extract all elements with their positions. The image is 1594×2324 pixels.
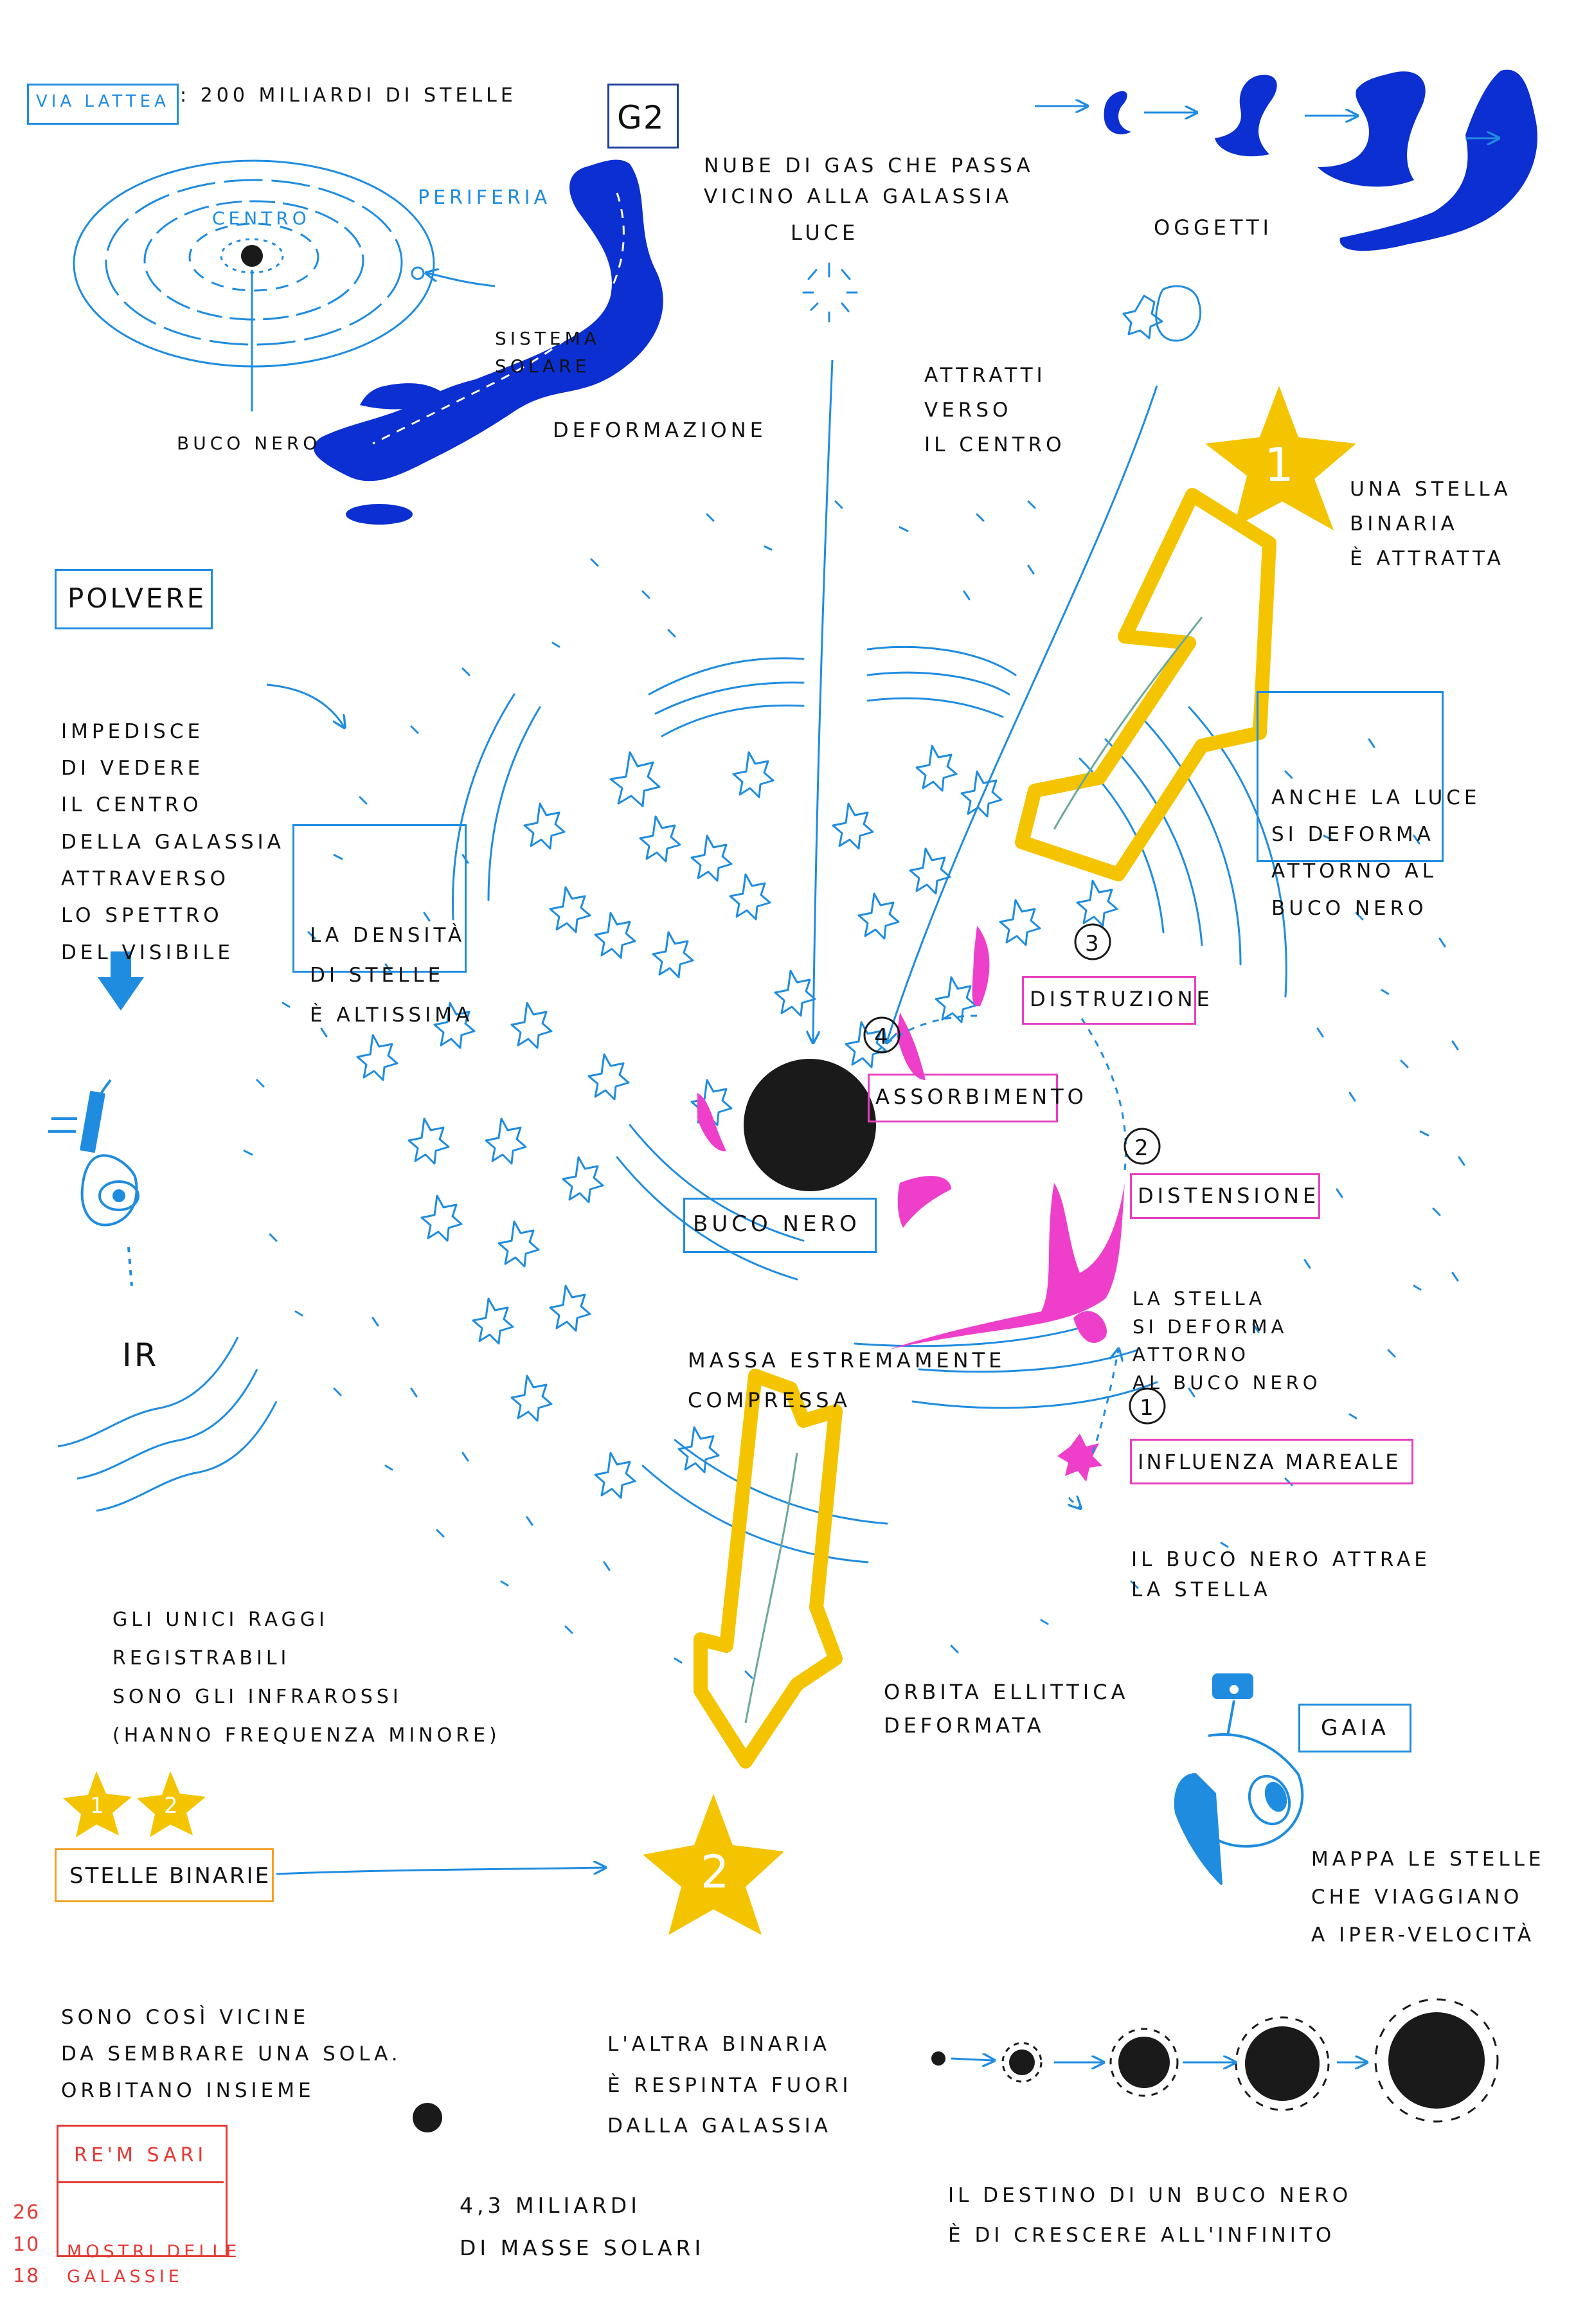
via-lattea-label: VIA LATTEA xyxy=(36,92,170,111)
ir-waves xyxy=(57,1337,278,1512)
dust-arrow xyxy=(266,683,344,726)
oggetti-label: OGGETTI xyxy=(1154,215,1273,240)
light-ray-path xyxy=(813,359,834,1041)
ir-label: IR xyxy=(122,1337,159,1374)
distruzione-label: DISTRUZIONE xyxy=(1030,987,1213,1011)
gaia-label: GAIA xyxy=(1321,1715,1390,1741)
black-hole xyxy=(744,1059,876,1191)
objects-blob-icon xyxy=(1155,285,1202,342)
star-a-number: 1 xyxy=(90,1793,104,1819)
centro-label: CENTRO xyxy=(212,208,310,229)
down-arrow-icon xyxy=(98,951,144,1011)
objects-path xyxy=(887,385,1158,1041)
step-one: 1 xyxy=(1140,1395,1154,1421)
assorbimento-label: ASSORBIMENTO xyxy=(875,1085,1088,1109)
periferia-label: PERIFERIA xyxy=(418,186,551,209)
star-path-dashed xyxy=(873,1014,1127,1508)
g2-gas-cloud xyxy=(1104,69,1537,251)
star-one-number: 1 xyxy=(1264,438,1294,492)
binary-star-pair xyxy=(63,1771,206,1837)
black-hole-growth xyxy=(931,1998,1499,2123)
star-fragments xyxy=(697,926,1125,1482)
yellow-lightning-arrow-bottom xyxy=(694,1369,843,1769)
step-four: 4 xyxy=(874,1024,888,1050)
signature-divider xyxy=(57,2181,224,2183)
dense-star-cluster xyxy=(356,294,1163,1499)
gaia-satellite xyxy=(1174,1673,1304,1885)
binary-star-one xyxy=(1205,386,1356,530)
telescope-ir xyxy=(48,1079,139,1286)
buco-nero-small-label: BUCO NERO xyxy=(177,433,321,454)
g2-box xyxy=(607,84,679,149)
via-lattea-box xyxy=(27,84,179,125)
polvere-box xyxy=(55,569,213,629)
binary-star-two-expelled xyxy=(643,1794,784,1935)
stelle-binarie-box xyxy=(55,1848,274,1902)
star-b-number: 2 xyxy=(164,1793,178,1819)
distruzione-box xyxy=(1022,976,1196,1025)
light-source-icon xyxy=(802,262,858,323)
yellow-lightning-arrow-top xyxy=(1015,488,1276,881)
galaxy-deformation-blob xyxy=(313,159,663,525)
step-two: 2 xyxy=(1134,1135,1149,1161)
binary-arrow xyxy=(276,1868,604,1875)
gaia-box xyxy=(1298,1704,1411,1752)
via-lattea-text: : 200 MILIARDI DI STELLE xyxy=(180,84,517,107)
polvere-title: POLVERE xyxy=(67,582,207,614)
star-two-number: 2 xyxy=(701,1846,730,1898)
deformazione-label: DEFORMAZIONE xyxy=(553,418,767,442)
luce-label: LUCE xyxy=(791,221,859,245)
assorbimento-box xyxy=(868,1074,1058,1122)
solar-mass-dot xyxy=(413,2103,442,2132)
buco-nero-label: BUCO NERO xyxy=(693,1211,861,1237)
influenza-label: INFLUENZA MAREALE xyxy=(1138,1450,1401,1474)
milky-way-sketch xyxy=(73,159,496,411)
buco-nero-box xyxy=(683,1198,877,1253)
densita-box xyxy=(292,824,467,973)
luce-deforma-box xyxy=(1257,691,1444,862)
stelle-binarie-label: STELLE BINARIE xyxy=(69,1863,271,1889)
step-circles xyxy=(863,923,1166,1425)
distensione-label: DISTENSIONE xyxy=(1138,1184,1320,1208)
step-three: 3 xyxy=(1085,931,1099,957)
signature-author: RE'M SARI xyxy=(74,2144,208,2166)
influenza-box xyxy=(1130,1439,1413,1484)
solar-system-dot xyxy=(411,266,425,280)
galaxy-center-black-hole xyxy=(241,245,263,267)
illustration-canvas xyxy=(48,69,1537,2132)
distensione-box xyxy=(1130,1173,1320,1219)
g2-label: G2 xyxy=(617,99,665,136)
